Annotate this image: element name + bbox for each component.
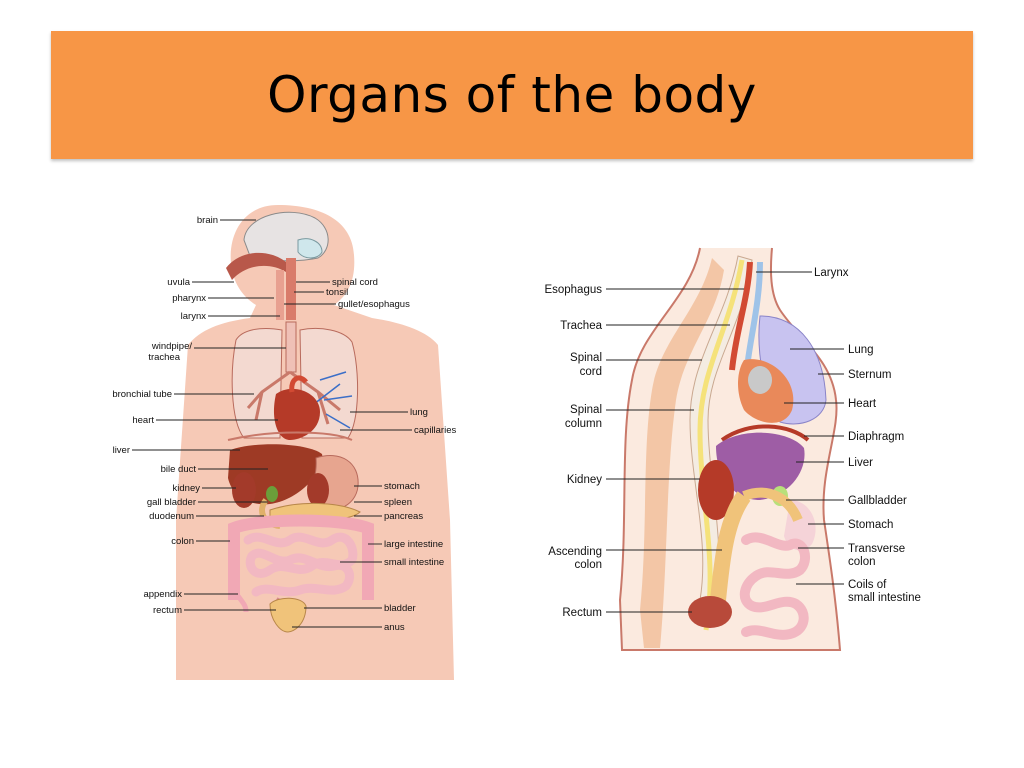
label-gallbladder: Gallbladder <box>848 495 907 507</box>
label-bronchial-tube: bronchial tube <box>112 389 172 400</box>
label-larynx-2: Larynx <box>814 267 849 279</box>
heart <box>273 388 320 440</box>
ascending-colon <box>710 491 751 601</box>
label-capillaries: capillaries <box>414 425 456 436</box>
gall-bladder <box>266 486 278 502</box>
label-lung: lung <box>410 407 428 418</box>
label-transverse-2: colon <box>848 556 876 568</box>
aorta <box>289 375 308 393</box>
diaphragm <box>227 431 353 441</box>
label-large-intestine: large intestine <box>384 539 443 550</box>
transverse-colon <box>742 487 803 523</box>
spinal-cord-yellow <box>697 259 745 631</box>
front-body-diagram: brain uvula pharynx larynx windpipe/ tra… <box>112 205 456 680</box>
vessels <box>748 366 772 394</box>
esophagus <box>276 270 284 320</box>
muscle-layer <box>640 258 724 648</box>
liver-section <box>716 432 805 500</box>
label-liver-2: Liver <box>848 457 873 469</box>
sagittal-labels-right: Larynx Lung Sternum Heart Diaphragm Live… <box>814 267 921 604</box>
kidney-right <box>307 473 329 507</box>
large-intestine <box>228 514 374 600</box>
label-pharynx: pharynx <box>172 293 206 304</box>
label-heart: heart <box>132 415 154 426</box>
slide-title: Organs of the body <box>267 66 757 124</box>
label-trachea-2: Trachea <box>560 320 602 332</box>
right-leader-lines <box>284 281 412 628</box>
front-labels-right: spinal cord tonsil gullet/esophagus lung… <box>326 277 456 633</box>
front-labels-left: brain uvula pharynx larynx windpipe/ tra… <box>112 215 218 616</box>
label-spleen: spleen <box>384 497 412 508</box>
label-rectum: rectum <box>153 605 182 616</box>
label-spinal-cord: spinal cord <box>332 277 378 288</box>
label-brain: brain <box>197 215 218 226</box>
label-appendix: appendix <box>143 589 182 600</box>
sagittal-leader-lines-right <box>756 271 844 585</box>
label-liver: liver <box>113 445 130 456</box>
label-pancreas: pancreas <box>384 511 423 522</box>
label-spinal-cord-1: Spinal <box>570 352 602 364</box>
label-lung-2: Lung <box>848 344 874 356</box>
rectum-section <box>688 596 732 628</box>
sagittal-section-diagram: Esophagus Trachea Spinal cord Spinal col… <box>544 247 921 651</box>
left-leader-lines <box>132 219 286 611</box>
bladder <box>269 597 307 633</box>
label-gall-bladder: gall bladder <box>147 497 196 508</box>
label-bile-duct: bile duct <box>161 464 197 475</box>
kidney <box>232 472 256 508</box>
bronchial-tree <box>246 370 341 425</box>
trachea-tube <box>745 261 763 361</box>
label-ascending-1: Ascending <box>548 546 602 558</box>
diaphragm-section <box>720 424 810 442</box>
label-ascending-2: colon <box>575 559 603 571</box>
label-transverse-1: Transverse <box>848 543 905 555</box>
label-windpipe: windpipe/ <box>151 341 192 352</box>
label-small-intestine: small intestine <box>384 557 444 568</box>
label-trachea: trachea <box>148 352 180 363</box>
sagittal-leader-lines-left <box>606 288 744 613</box>
label-spinal-column-2: column <box>565 418 602 430</box>
label-heart-2: Heart <box>848 398 877 410</box>
sagittal-labels-left: Esophagus Trachea Spinal cord Spinal col… <box>544 284 602 619</box>
label-bladder: bladder <box>384 603 416 614</box>
label-kidney: kidney <box>173 483 201 494</box>
label-kidney-2: Kidney <box>567 474 602 486</box>
label-larynx: larynx <box>181 311 207 322</box>
title-bar: Organs of the body <box>51 31 973 159</box>
trachea <box>285 321 297 373</box>
nasal-cavity <box>226 252 286 280</box>
body-silhouette <box>176 205 454 680</box>
label-diaphragm: Diaphragm <box>848 431 904 443</box>
small-intestine-coils <box>739 532 811 640</box>
label-sternum: Sternum <box>848 369 891 381</box>
label-tonsil: tonsil <box>326 287 348 298</box>
label-uvula: uvula <box>167 277 190 288</box>
spinal-cord <box>286 258 296 320</box>
label-coils-1: Coils of <box>848 579 887 591</box>
label-duodenum: duodenum <box>149 511 194 522</box>
esophagus-tube <box>729 261 753 371</box>
label-stomach-2: Stomach <box>848 519 893 531</box>
left-lung <box>231 327 283 439</box>
small-intestine <box>243 532 358 597</box>
label-anus: anus <box>384 622 405 633</box>
label-rectum-2: Rectum <box>562 607 602 619</box>
label-coils-2: small intestine <box>848 592 921 604</box>
kidney-section <box>698 460 734 520</box>
label-spinal-column-1: Spinal <box>570 404 602 416</box>
capillaries <box>313 371 353 429</box>
label-colon: colon <box>171 536 194 547</box>
cerebellum <box>297 238 323 259</box>
label-esophagus: Esophagus <box>544 284 602 296</box>
label-spinal-cord-2: cord <box>580 366 602 378</box>
label-stomach: stomach <box>384 481 420 492</box>
label-gullet-esophagus: gullet/esophagus <box>338 299 410 310</box>
appendix <box>236 594 249 613</box>
